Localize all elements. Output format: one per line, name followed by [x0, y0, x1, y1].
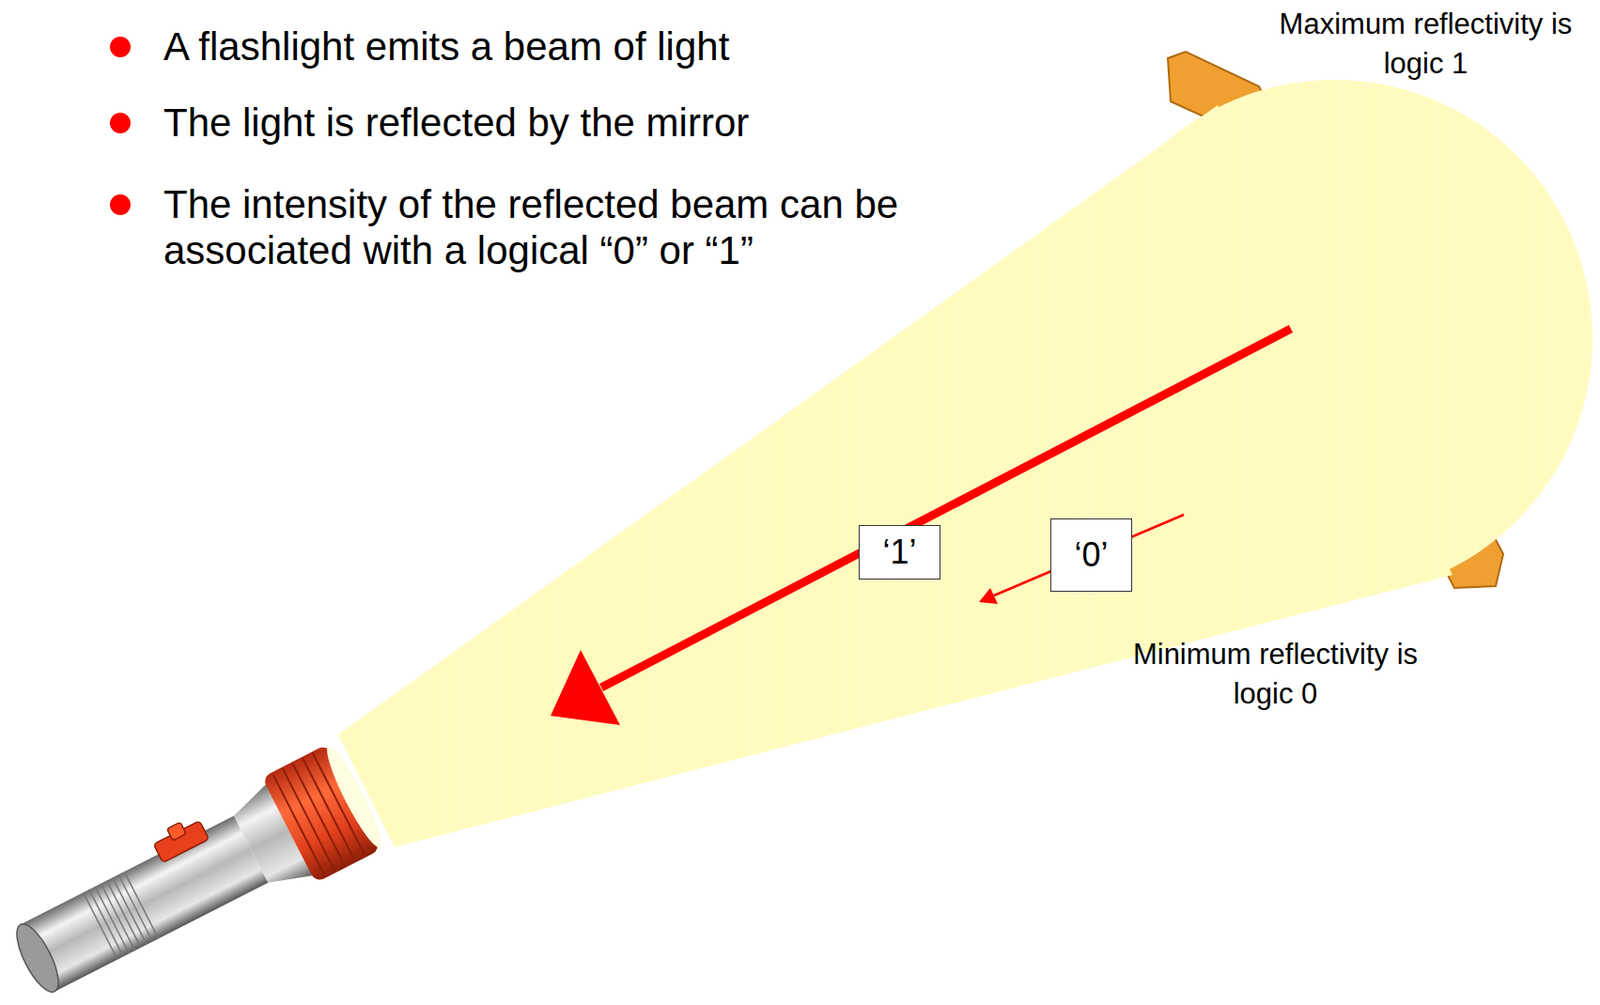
value-box: ‘0’ — [1050, 518, 1133, 592]
logic-value: ‘0’ — [1073, 536, 1108, 575]
reflected-arrow-weak — [978, 514, 1184, 605]
bullet-text: A flashlight emits a beam of light — [163, 23, 1103, 70]
value-box: ‘1’ — [858, 525, 941, 580]
bullet-dot — [109, 36, 131, 58]
bullet-text: The intensity of the reflected beam can … — [163, 181, 1024, 274]
bullet-dot — [109, 112, 131, 134]
annotation: Maximum reflectivity is logic 1 — [1258, 4, 1593, 84]
bullet-dot — [109, 194, 131, 216]
logic-value: ‘1’ — [882, 533, 917, 572]
bullet-text: The light is reflected by the mirror — [163, 99, 1103, 146]
annotation: Minimum reflectivity is logic 0 — [1113, 635, 1438, 715]
flashlight — [0, 740, 389, 1005]
